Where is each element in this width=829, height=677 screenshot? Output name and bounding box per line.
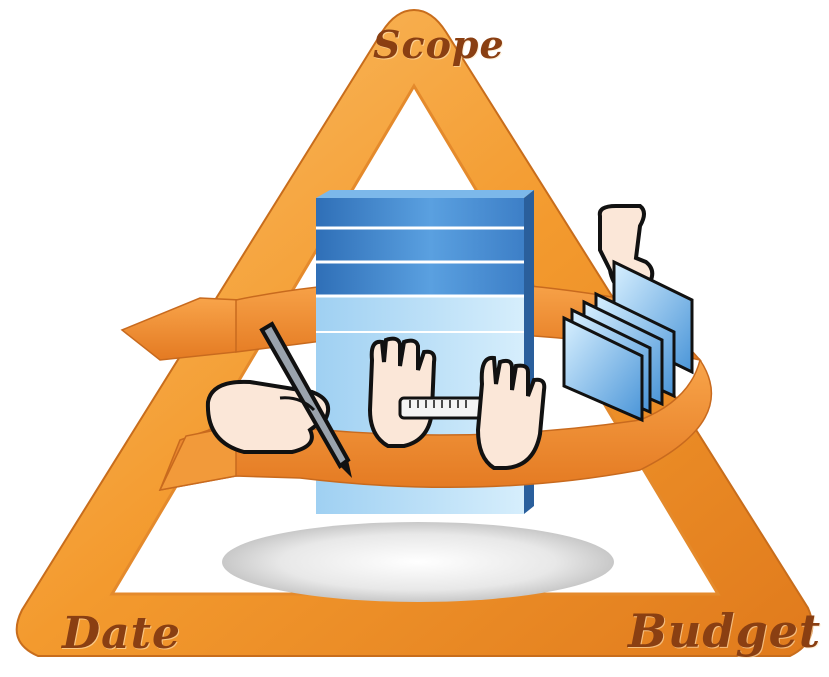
hand-writing-with-pen-icon — [205, 321, 352, 478]
scope-label: Scope — [373, 22, 505, 67]
floor-ellipse — [222, 522, 614, 602]
budget-label: Budget — [628, 604, 822, 658]
date-label: Date — [62, 608, 181, 659]
hands-measuring-tape-icon — [367, 336, 547, 470]
hand-filing-documents-icon — [562, 204, 694, 423]
